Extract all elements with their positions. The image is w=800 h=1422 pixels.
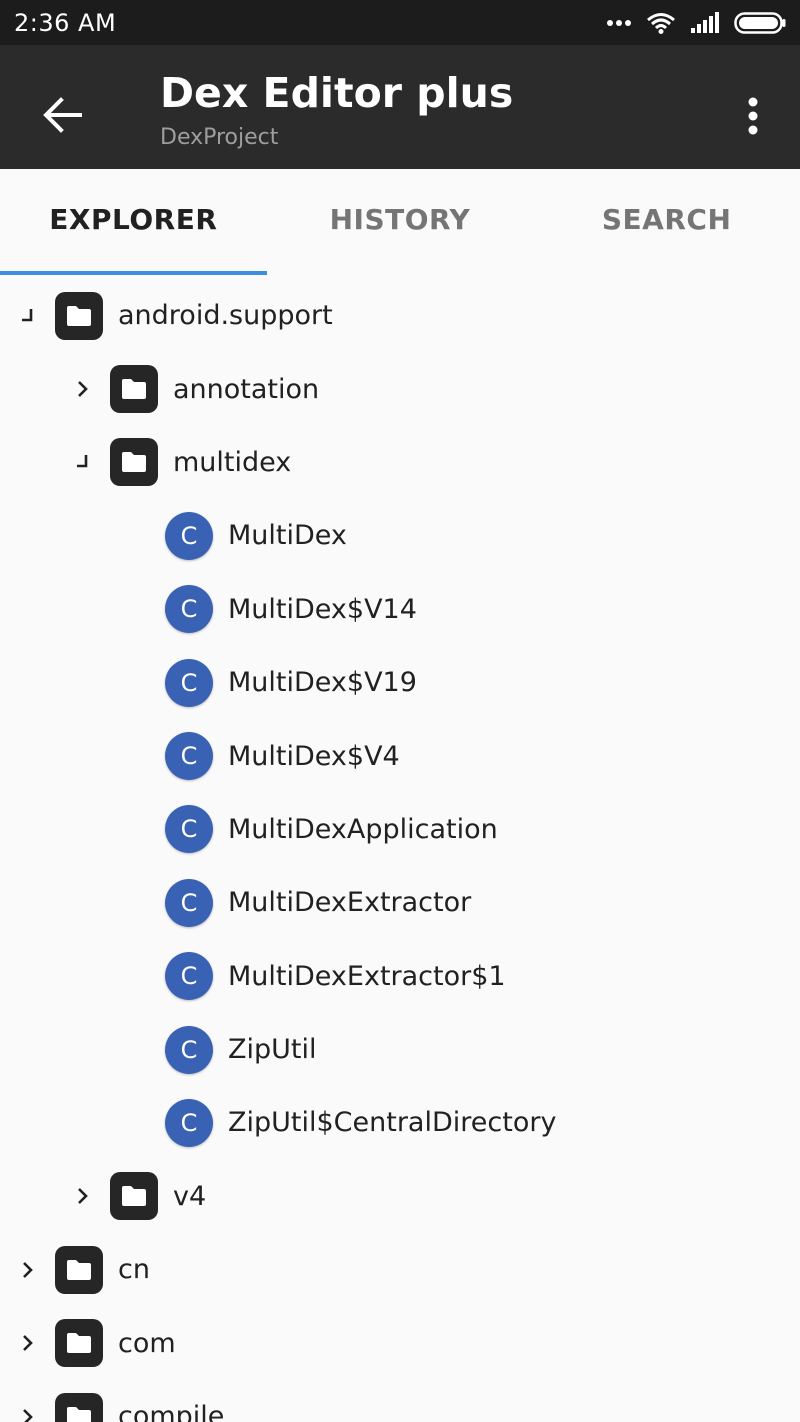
tree-item-label: v4 xyxy=(173,1180,207,1212)
folder-icon xyxy=(55,1392,103,1422)
expanded-chevron-icon[interactable] xyxy=(73,452,93,472)
tree-class-row[interactable]: C ZipUtil xyxy=(0,1013,800,1086)
tree-item-label: MultiDex$V19 xyxy=(228,667,417,699)
status-time: 2:36 AM xyxy=(14,8,117,37)
class-icon: C xyxy=(165,658,213,707)
overflow-menu-button[interactable] xyxy=(736,91,770,141)
status-icons xyxy=(606,11,786,34)
collapsed-chevron-icon[interactable] xyxy=(18,1333,38,1353)
class-icon: C xyxy=(165,952,213,1001)
tree-item-label: MultiDex$V14 xyxy=(228,593,417,625)
class-icon: C xyxy=(165,1098,213,1147)
app-subtitle: DexProject xyxy=(160,125,279,150)
tree-item-label: MultiDexExtractor$1 xyxy=(228,960,506,992)
tree-class-row[interactable]: C MultiDexApplication xyxy=(0,793,800,866)
back-arrow-icon xyxy=(43,97,82,133)
class-icon: C xyxy=(165,1025,213,1074)
tab-history[interactable]: HISTORY xyxy=(329,202,471,236)
tree-folder-row[interactable]: compile xyxy=(0,1380,800,1422)
class-icon: C xyxy=(165,805,213,854)
app-title: Dex Editor plus xyxy=(160,69,514,117)
signal-icon xyxy=(690,11,720,34)
tree-item-label: MultiDex xyxy=(228,520,347,552)
more-dots-icon xyxy=(606,19,632,27)
class-icon: C xyxy=(165,511,213,560)
collapsed-chevron-icon[interactable] xyxy=(18,1407,38,1422)
status-bar: 2:36 AM xyxy=(0,0,800,45)
wifi-icon xyxy=(646,12,676,34)
tree-item-label: cn xyxy=(118,1254,150,1286)
title-block: Dex Editor plus DexProject xyxy=(160,67,513,153)
tree-folder-row[interactable]: cn xyxy=(0,1233,800,1306)
tree-folder-row[interactable]: android.support xyxy=(0,279,800,352)
collapsed-chevron-icon[interactable] xyxy=(73,379,93,399)
tree-folder-row[interactable]: multidex xyxy=(0,426,800,499)
collapsed-chevron-icon[interactable] xyxy=(18,1260,38,1280)
tree-class-row[interactable]: C MultiDex$V19 xyxy=(0,646,800,719)
folder-icon xyxy=(110,1172,158,1221)
tree-item-label: ZipUtil xyxy=(228,1034,317,1066)
folder-icon xyxy=(110,438,158,487)
tree-class-row[interactable]: C MultiDexExtractor xyxy=(0,866,800,939)
folder-icon xyxy=(55,291,103,340)
tree-folder-row[interactable]: v4 xyxy=(0,1160,800,1233)
tree-class-row[interactable]: C MultiDexExtractor$1 xyxy=(0,940,800,1013)
tab-explorer[interactable]: EXPLORER xyxy=(49,202,218,236)
tree-item-label: ZipUtil$CentralDirectory xyxy=(228,1107,557,1139)
tree-item-label: annotation xyxy=(173,373,320,405)
tree-class-row[interactable]: C MultiDex xyxy=(0,499,800,572)
class-icon: C xyxy=(165,585,213,634)
tab-bar: EXPLORER HISTORY SEARCH xyxy=(0,169,800,275)
tree-folder-row[interactable]: com xyxy=(0,1306,800,1379)
overflow-menu-icon xyxy=(748,97,758,135)
tree-class-row[interactable]: C MultiDex$V14 xyxy=(0,573,800,646)
folder-icon xyxy=(55,1319,103,1368)
tree-class-row[interactable]: C MultiDex$V4 xyxy=(0,719,800,792)
class-icon: C xyxy=(165,732,213,781)
tree-folder-row[interactable]: annotation xyxy=(0,352,800,425)
tab-search[interactable]: SEARCH xyxy=(601,202,732,236)
expanded-chevron-icon[interactable] xyxy=(18,306,38,326)
tree-item-label: MultiDexExtractor xyxy=(228,887,472,919)
tab-indicator xyxy=(0,271,267,275)
tree-item-label: multidex xyxy=(173,446,292,478)
collapsed-chevron-icon[interactable] xyxy=(73,1186,93,1206)
tree-item-label: compile xyxy=(118,1401,225,1422)
back-button[interactable] xyxy=(30,83,94,147)
folder-icon xyxy=(55,1245,103,1294)
tree-item-label: android.support xyxy=(118,300,333,332)
tree-item-label: MultiDex$V4 xyxy=(228,740,400,772)
folder-icon xyxy=(110,365,158,414)
tree-item-label: com xyxy=(118,1327,176,1359)
battery-icon xyxy=(734,11,786,34)
tree-item-label: MultiDexApplication xyxy=(228,813,498,845)
class-icon: C xyxy=(165,878,213,927)
tree-class-row[interactable]: C ZipUtil$CentralDirectory xyxy=(0,1086,800,1159)
app-bar: Dex Editor plus DexProject xyxy=(0,45,800,169)
